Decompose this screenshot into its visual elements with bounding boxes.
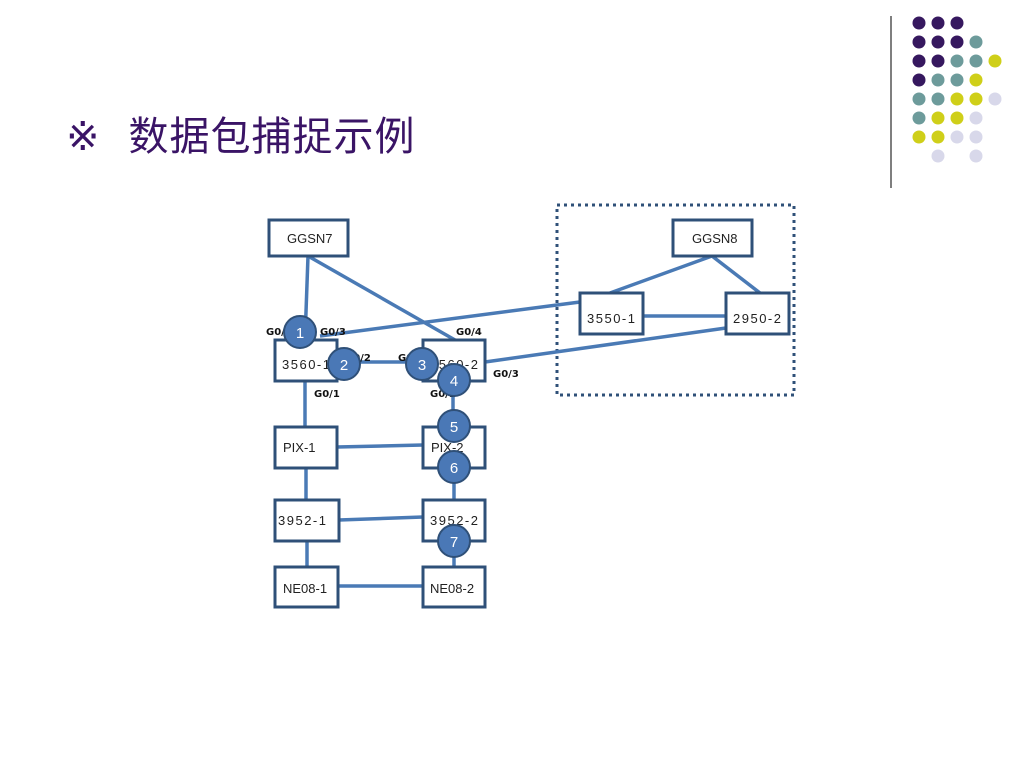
wire-pix-1-pix-2 [336,443,424,449]
decorative-dot [969,130,983,144]
port-label: G0/1 [430,389,456,400]
decorative-dot [931,16,945,30]
marker-label: 5 [450,419,458,436]
node-box [273,565,340,609]
marker-circle [327,347,361,381]
decorative-dot [988,92,1002,106]
marker-label: 1 [296,325,304,342]
node-label: NE08-1 [283,581,327,596]
decorative-dot [931,130,945,144]
port-label: G0/3 [320,327,346,338]
node-box [421,565,487,609]
marker-circle [405,347,439,381]
decorative-dot [931,111,945,125]
port-label: G0/4 [456,327,482,338]
node-box [671,218,754,258]
marker-label: 6 [450,460,458,477]
marker-circle [437,524,471,558]
decorative-dot [950,16,964,30]
decorative-dot [988,54,1002,68]
capture-marker-4: 4 [437,363,471,397]
capture-marker-6: 6 [437,450,471,484]
decorative-dot [950,35,964,49]
node-label: 3560-1 [282,357,331,372]
wire-ggsn8-3550-1 [609,254,713,295]
node-box [578,291,645,336]
decorative-dot [950,54,964,68]
decorative-dot [969,54,983,68]
wire-ggsn7-3560-2 [307,254,456,342]
marker-circle [283,315,317,349]
marker-label: 2 [340,357,348,374]
node-3952-1: 3952-1 [273,498,341,543]
decorative-dot [912,111,926,125]
node-label: 3952-1 [278,513,327,528]
node-box [267,218,350,258]
port-label: G0/3 [493,369,519,380]
decorative-dot [931,149,945,163]
marker-circle [437,409,471,443]
reference-mark-icon: ※ [66,114,101,160]
decorative-dot [969,35,983,49]
decorative-dot [969,149,983,163]
marker-label: 4 [450,373,458,390]
marker-label: 3 [418,357,426,374]
port-label: G0/1 [314,389,340,400]
capture-marker-1: 1 [283,315,317,349]
decorative-dot [912,35,926,49]
decorative-dot [912,16,926,30]
marker-circle [437,363,471,397]
node-box [273,498,341,543]
node-pix-1: PIX-1 [273,425,339,470]
decorative-dot [931,92,945,106]
node-label: PIX-1 [283,440,316,455]
decorative-dot [931,73,945,87]
node-box [273,425,339,470]
node-label: 3952-2 [430,513,479,528]
capture-marker-3: 3 [405,347,439,381]
decorative-dot-grid [890,16,1002,188]
decorative-dot [912,130,926,144]
node-ggsn8: GGSN8 [671,218,754,258]
decorative-dot [950,130,964,144]
decorative-dot [950,92,964,106]
node-box [724,291,791,336]
decorative-dot [931,35,945,49]
capture-marker-7: 7 [437,524,471,558]
marker-label: 7 [450,534,458,551]
decorative-dot [950,73,964,87]
decorative-dot [969,111,983,125]
capture-marker-2: 2 [327,347,361,381]
wire-3952-1-3952-2 [338,515,424,522]
port-label: G0/4 [266,327,292,338]
wire-ggsn8-2950-2 [710,254,762,295]
decorative-dot [950,111,964,125]
node-label: NE08-2 [430,581,474,596]
decorative-dot [931,54,945,68]
node-3550-1: 3550-1 [578,291,645,336]
node-label: GGSN7 [287,231,333,246]
page-title: ※ 数据包捕捉示例 [66,104,416,162]
wire-3560-1-3550-1 [319,300,581,338]
node-2950-2: 2950-2 [724,291,791,336]
node-ne08-2: NE08-2 [421,565,487,609]
dotted-region [555,203,796,397]
node-ggsn7: GGSN7 [267,218,350,258]
node-label: 3550-1 [587,311,636,326]
node-ne08-1: NE08-1 [273,565,340,609]
decorative-dot [912,73,926,87]
wire-3560-2-2950-2 [484,326,727,364]
node-label: GGSN8 [692,231,738,246]
decorative-dot [912,54,926,68]
decorative-dot [969,92,983,106]
title-text: 数据包捕捉示例 [128,114,416,160]
capture-marker-5: 5 [437,409,471,443]
decorative-dot [912,92,926,106]
node-label: 2950-2 [733,311,782,326]
marker-circle [437,450,471,484]
decorative-dot [969,73,983,87]
